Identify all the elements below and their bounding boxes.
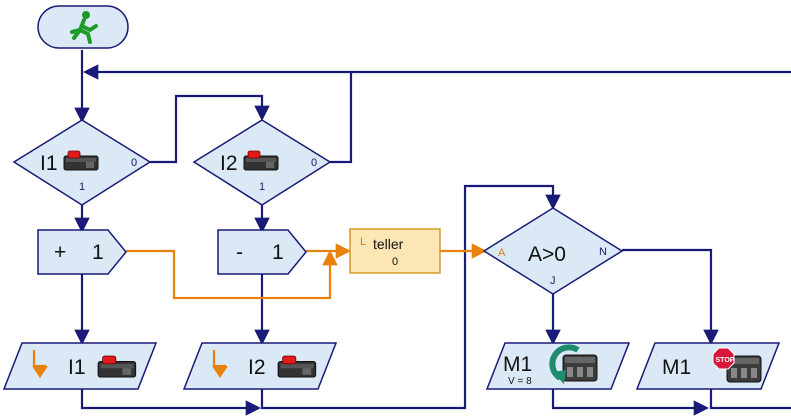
edge-down-arrow-icon	[32, 366, 48, 378]
compare-port-no: N	[599, 246, 607, 258]
branch-i1-port-yes: 1	[79, 181, 85, 193]
branch-i2[interactable]: I2 0 1	[192, 119, 332, 206]
wait-i2[interactable]: I2	[182, 342, 338, 390]
compare-block[interactable]: A A>0 N J	[482, 207, 624, 295]
branch-i2-port-yes: 1	[259, 181, 265, 193]
motor-stop[interactable]: M1 STOP	[635, 342, 781, 390]
compare-input-port: A	[498, 247, 506, 259]
op-plus-one[interactable]: + 1	[37, 229, 127, 275]
motor-run-label: M1	[503, 353, 532, 376]
wait-i1-label: I1	[68, 356, 86, 379]
op-minus-sign: -	[236, 241, 243, 264]
flow-lines	[74, 50, 791, 416]
stop-sign-text: STOP	[716, 357, 735, 364]
data-lines	[126, 243, 488, 300]
variable-teller[interactable]: L teller 0	[349, 228, 441, 274]
op-minus-value: 1	[272, 241, 284, 264]
edge-down-arrow-icon	[212, 366, 228, 378]
compare-port-yes: J	[550, 275, 556, 287]
variable-value: 0	[392, 256, 398, 268]
op-plus-sign: +	[54, 241, 66, 264]
motor-rotate-icon	[549, 344, 598, 384]
start-block[interactable]	[37, 5, 129, 49]
motor-stop-icon: STOP	[712, 347, 762, 383]
motor-run-speed: V = 8	[508, 376, 532, 387]
motor-stop-label: M1	[662, 356, 691, 379]
green-walking-man-icon	[70, 11, 98, 44]
wait-i1[interactable]: I1	[2, 342, 158, 390]
op-minus-one[interactable]: - 1	[217, 229, 307, 275]
motor-run[interactable]: M1 V = 8	[485, 342, 631, 390]
wait-i2-label: I2	[248, 356, 266, 379]
branch-i1[interactable]: I1 0 1	[12, 119, 152, 206]
variable-prefix: L	[360, 236, 366, 248]
branch-i2-label: I2	[220, 152, 238, 175]
branch-i1-port-no: 0	[131, 157, 137, 169]
compare-expression: A>0	[528, 243, 566, 266]
branch-i1-label: I1	[40, 152, 58, 175]
op-plus-value: 1	[92, 241, 104, 264]
branch-i2-port-no: 0	[311, 157, 317, 169]
variable-name: teller	[373, 236, 404, 252]
